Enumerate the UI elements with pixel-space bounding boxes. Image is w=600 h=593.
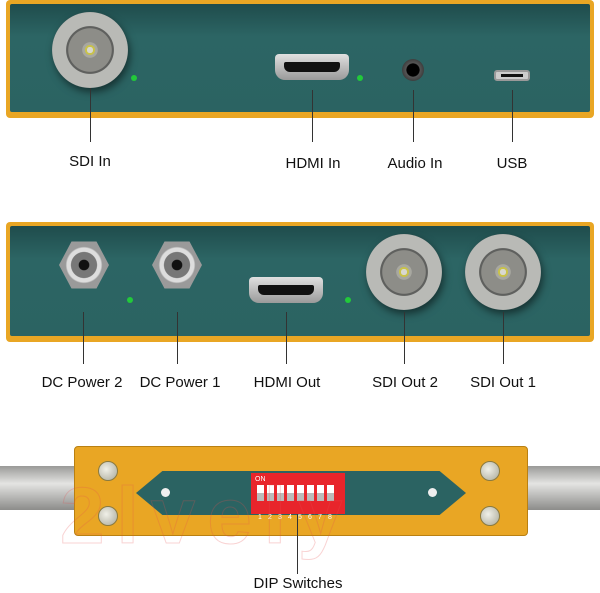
led — [127, 297, 133, 303]
sdi-out-2-connector — [366, 234, 442, 310]
hdmi-out-port — [249, 277, 323, 303]
usb-port — [494, 70, 530, 81]
watermark: 2lvely — [59, 471, 355, 561]
screw — [480, 461, 500, 481]
label-hdmi-in: HDMI In — [285, 155, 341, 172]
bnc-connector-left — [0, 466, 78, 510]
label-sdi-out-1: SDI Out 1 — [470, 374, 536, 391]
label-dc-power-2: DC Power 2 — [41, 374, 123, 391]
dip-on-label: ON — [255, 476, 266, 483]
bnc-connector-right — [522, 466, 600, 510]
sdi-in-connector — [52, 12, 128, 88]
screw — [98, 461, 118, 481]
label-dip-switches: DIP Switches — [253, 575, 343, 592]
label-dc-power-1: DC Power 1 — [139, 374, 221, 391]
led — [357, 75, 363, 81]
led — [345, 297, 351, 303]
led — [131, 75, 137, 81]
sdi-out-1-connector — [465, 234, 541, 310]
hdmi-in-port — [275, 54, 349, 80]
label-sdi-in: SDI In — [69, 153, 111, 170]
label-usb: USB — [496, 155, 528, 172]
label-hdmi-out: HDMI Out — [253, 374, 321, 391]
label-audio-in: Audio In — [387, 155, 443, 172]
screw — [480, 506, 500, 526]
screw — [98, 506, 118, 526]
label-sdi-out-2: SDI Out 2 — [372, 374, 438, 391]
audio-in-jack — [402, 59, 424, 81]
